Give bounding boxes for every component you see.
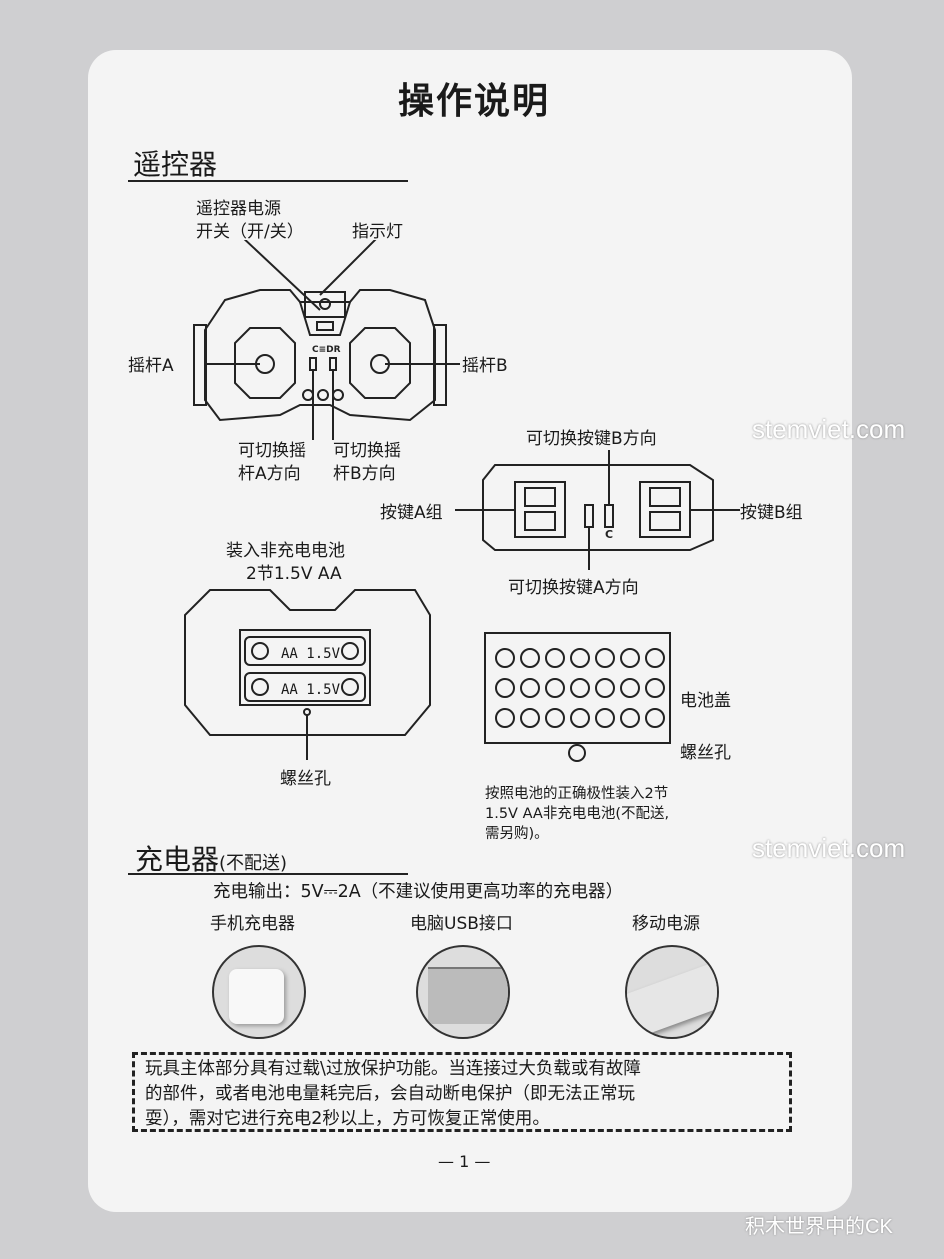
cover-hole bbox=[645, 678, 665, 698]
switch-a-label-1: 可切换摇 bbox=[238, 441, 306, 461]
cover-hole bbox=[620, 708, 640, 728]
cover-hole bbox=[545, 648, 565, 668]
protection-notice: 玩具主体部分具有过载\过放保护功能。当连接过大负载或有故障 的部件，或者电池电量… bbox=[132, 1052, 792, 1132]
cover-hole bbox=[645, 708, 665, 728]
brand-mark: C≡DR bbox=[312, 345, 341, 355]
cover-hole bbox=[595, 708, 615, 728]
switch-letter: C bbox=[605, 528, 613, 541]
notice-line: 耍），需对它进行充电2秒以上，方可恢复正常使用。 bbox=[145, 1109, 550, 1129]
charger-option-phone: 手机充电器 bbox=[210, 914, 295, 934]
power-bank-image bbox=[625, 945, 719, 1039]
cover-hole bbox=[520, 708, 540, 728]
battery-note: 按照电池的正确极性装入2节 1.5V AA非充电电池(不配送, 需另购)。 bbox=[485, 784, 669, 844]
charger-heading: 充电器(不配送) bbox=[135, 838, 287, 878]
cover-hole bbox=[570, 708, 590, 728]
usb-port-image bbox=[416, 945, 510, 1039]
remote-heading: 遥控器 bbox=[133, 148, 218, 181]
battery-cover-diagram bbox=[484, 632, 671, 762]
page-number: — 1 — bbox=[438, 1152, 491, 1171]
battery-compartment-diagram bbox=[184, 589, 431, 760]
screw-hole-2-label: 螺丝孔 bbox=[680, 743, 731, 763]
cover-hole bbox=[570, 648, 590, 668]
cover-hole bbox=[495, 678, 515, 698]
page-title: 操作说明 bbox=[398, 81, 551, 122]
power-switch-label-1: 遥控器电源 bbox=[196, 199, 281, 219]
power-switch-label-2: 开关（开/关） bbox=[196, 222, 304, 242]
notice-line: 的部件，或者电池电量耗完后，会自动断电保护（即无法正常玩 bbox=[145, 1084, 635, 1104]
cover-hole bbox=[545, 708, 565, 728]
screw-hole-label: 螺丝孔 bbox=[280, 769, 331, 789]
button-b-dir-label: 可切换按键B方向 bbox=[526, 429, 657, 449]
button-a-dir-label: 可切换按键A方向 bbox=[508, 578, 639, 598]
cover-hole bbox=[545, 678, 565, 698]
switch-b-label-2: 杆B方向 bbox=[333, 464, 396, 484]
battery-note-line: 需另购)。 bbox=[485, 826, 549, 842]
watermark-account: 积木世界中的CK bbox=[745, 1216, 893, 1238]
cover-hole bbox=[520, 648, 540, 668]
button-b-group-label: 按键B组 bbox=[740, 503, 803, 523]
phone-charger-image bbox=[212, 945, 306, 1039]
cover-hole bbox=[495, 648, 515, 668]
charger-heading-note: (不配送) bbox=[219, 853, 288, 874]
watermark: stemviet.com bbox=[752, 414, 906, 444]
stick-b-label: 摇杆B bbox=[462, 356, 508, 376]
heading-underline bbox=[128, 180, 408, 182]
remote-front-diagram: C≡DR bbox=[193, 240, 460, 440]
cover-hole bbox=[495, 708, 515, 728]
battery-note-line: 1.5V AA非充电电池(不配送, bbox=[485, 806, 670, 822]
cover-hole bbox=[620, 678, 640, 698]
battery-label-1: 装入非充电电池 bbox=[226, 541, 345, 561]
cover-hole bbox=[595, 678, 615, 698]
charger-heading-text: 充电器 bbox=[135, 843, 220, 876]
button-a-group-label: 按键A组 bbox=[380, 503, 443, 523]
cover-hole bbox=[520, 678, 540, 698]
cover-hole bbox=[570, 678, 590, 698]
battery-cover-label: 电池盖 bbox=[680, 691, 731, 711]
remote-top-diagram: C bbox=[455, 450, 740, 570]
battery-note-line: 按照电池的正确极性装入2节 bbox=[485, 786, 669, 802]
heading-underline bbox=[128, 873, 408, 875]
charger-option-usb: 电脑USB接口 bbox=[410, 914, 513, 934]
battery-cell-2: AA 1.5V bbox=[281, 682, 341, 698]
watermark: stemviet.com bbox=[752, 833, 906, 863]
switch-b-label-1: 可切换摇 bbox=[333, 441, 401, 461]
charger-option-powerbank: 移动电源 bbox=[632, 914, 700, 934]
battery-cell-1: AA 1.5V bbox=[281, 646, 341, 662]
stick-a-label: 摇杆A bbox=[128, 356, 174, 376]
switch-a-label-2: 杆A方向 bbox=[238, 464, 301, 484]
indicator-label: 指示灯 bbox=[352, 222, 403, 242]
cover-hole bbox=[595, 648, 615, 668]
battery-label-2: 2节1.5V AA bbox=[246, 564, 342, 584]
notice-line: 玩具主体部分具有过载\过放保护功能。当连接过大负载或有故障 bbox=[145, 1059, 641, 1079]
charger-output: 充电输出：5V⎓2A（不建议使用更高功率的充电器） bbox=[213, 882, 624, 902]
cover-hole bbox=[620, 648, 640, 668]
cover-hole bbox=[645, 648, 665, 668]
